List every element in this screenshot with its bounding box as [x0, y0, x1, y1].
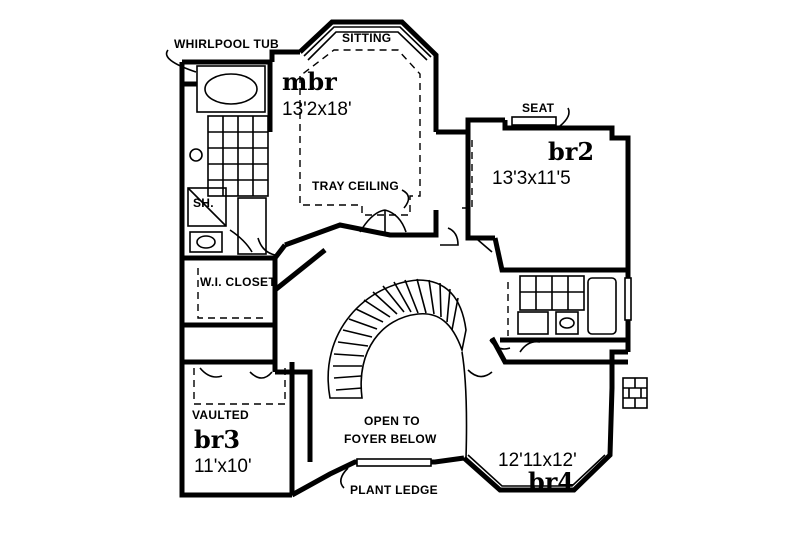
room-br2-dim: 13'3x11'5	[492, 168, 571, 189]
plant-ledge-label: PLANT LEDGE	[350, 483, 438, 497]
windows	[303, 26, 632, 487]
exterior-walls	[179, 19, 631, 498]
dashed-outlines	[193, 49, 509, 405]
room-mbr-name: mbr	[282, 67, 337, 96]
bath-tile	[207, 115, 269, 197]
room-br4-dim: 12'11x12'	[498, 450, 577, 471]
leader-arrows	[165, 49, 570, 489]
tray-ceiling-label: TRAY CEILING	[312, 179, 399, 193]
walk-in-closet-label: W.I. CLOSET	[200, 275, 276, 289]
curved-staircase	[327, 278, 468, 459]
foyer-below-label: FOYER BELOW	[344, 432, 437, 446]
whirlpool-tub-label: WHIRLPOOL TUB	[174, 37, 279, 51]
room-br3-name: br3	[194, 425, 240, 454]
br2-bath	[517, 275, 617, 335]
seat-label: SEAT	[522, 101, 555, 115]
sitting-label: SITTING	[342, 31, 391, 45]
room-br2-name: br2	[548, 137, 594, 166]
room-mbr-dim: 13'2x18'	[282, 99, 352, 120]
door-swings	[199, 209, 541, 379]
vaulted-label: VAULTED	[192, 408, 249, 422]
open-to-label: OPEN TO	[364, 414, 420, 428]
room-br4-name: br4	[528, 467, 574, 496]
master-bath	[187, 65, 269, 255]
chimney	[622, 377, 648, 409]
shower-label: SH.	[193, 196, 214, 210]
room-br3-dim: 11'x10'	[194, 456, 252, 477]
